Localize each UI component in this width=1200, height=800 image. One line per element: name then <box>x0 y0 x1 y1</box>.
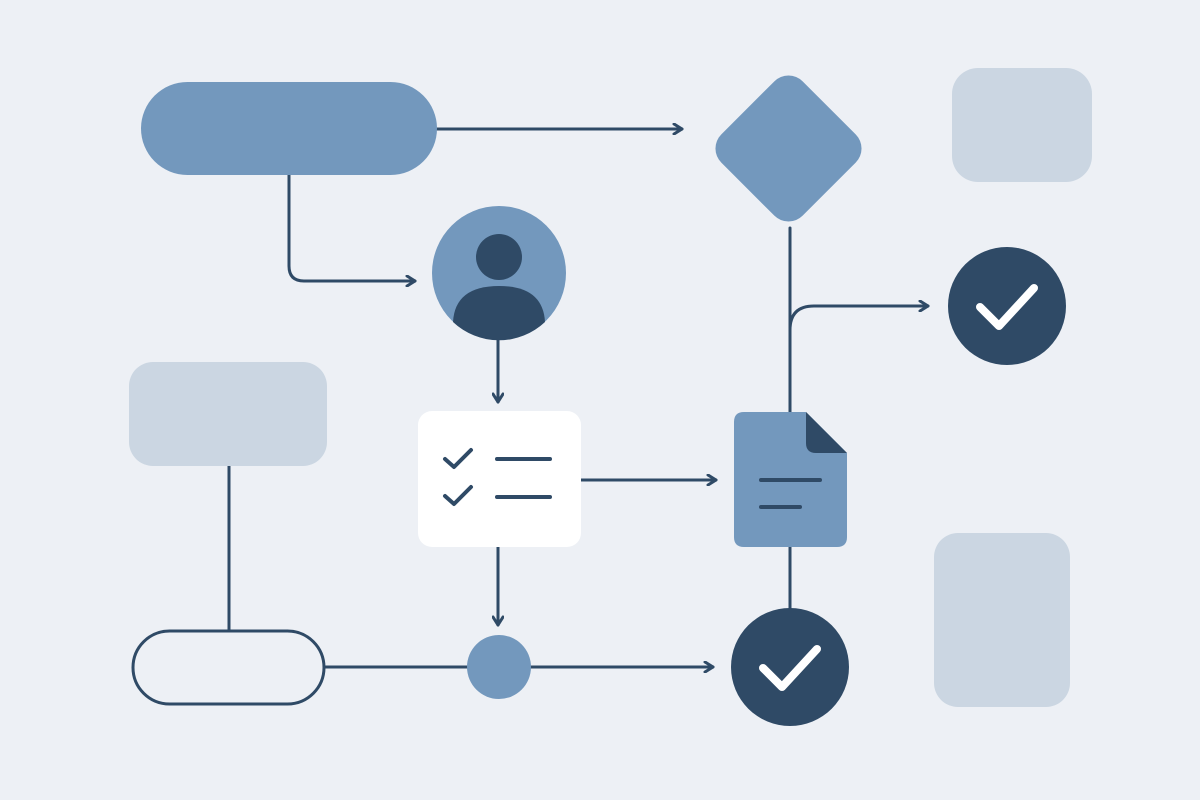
placeholder-box-top-right[interactable] <box>952 68 1092 182</box>
check-node-top[interactable] <box>948 247 1066 365</box>
check-node-bottom[interactable] <box>731 608 849 726</box>
document-fold-corner <box>806 412 847 453</box>
document-text-lines <box>759 478 822 509</box>
placeholder-box-bottom-right[interactable] <box>934 533 1070 707</box>
user-icon <box>453 234 545 341</box>
decision-node-diamond[interactable] <box>707 67 870 230</box>
check-node-bottom-circle <box>731 608 849 726</box>
start-node-pill[interactable] <box>141 82 437 175</box>
document-node[interactable] <box>734 412 847 547</box>
checklist-card[interactable] <box>418 411 581 547</box>
check-icon <box>976 284 1038 330</box>
user-node[interactable] <box>432 206 566 341</box>
connector-start-to-user <box>287 173 417 281</box>
end-node-outline-pill[interactable] <box>131 629 326 706</box>
checklist-card-background <box>418 411 581 547</box>
check-node-top-circle <box>948 247 1066 365</box>
connector-branch-to-check-top <box>788 306 930 332</box>
checklist-icon <box>443 448 552 506</box>
junction-node[interactable] <box>467 635 531 699</box>
check-icon <box>759 645 821 691</box>
placeholder-box-left[interactable] <box>129 362 327 466</box>
connectors <box>227 129 930 667</box>
